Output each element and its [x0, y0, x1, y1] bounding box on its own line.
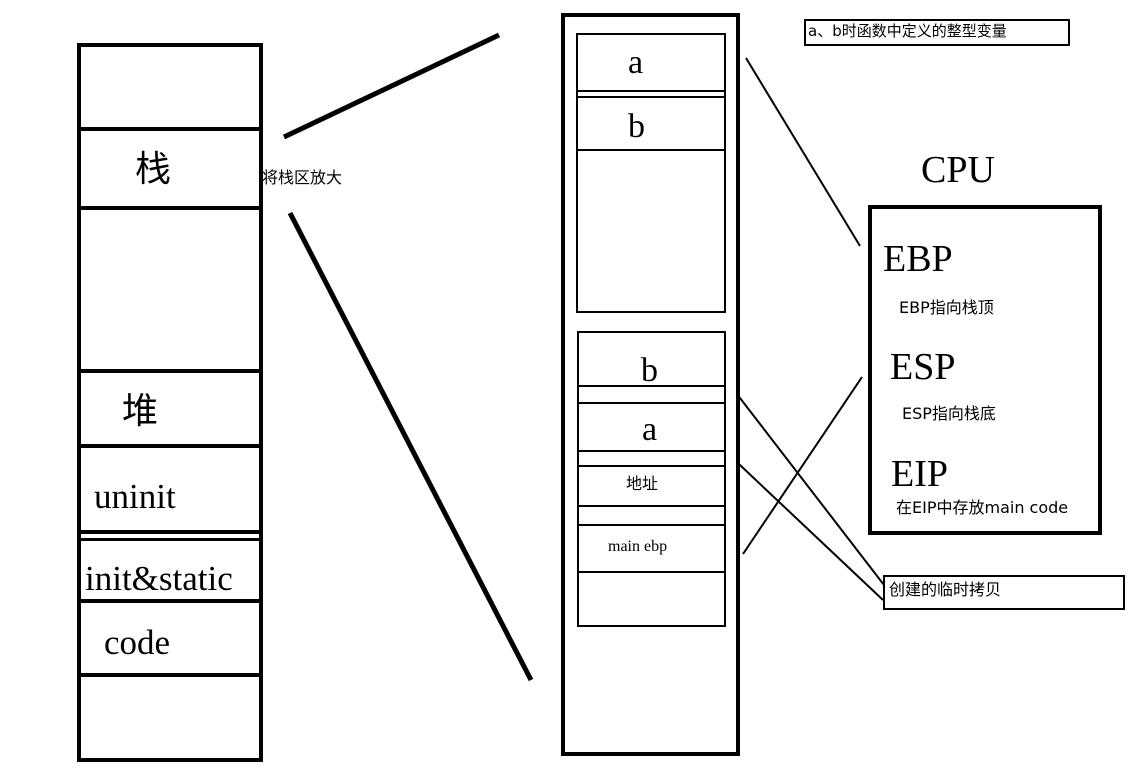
stack-main-ebp: main ebp	[608, 538, 668, 555]
init-static-segment-label: init&static	[85, 559, 233, 598]
divider	[576, 96, 726, 98]
divider	[77, 444, 263, 448]
stack-segment-label: 栈	[135, 149, 172, 190]
register-esp-desc: ESP指向栈底	[902, 404, 996, 423]
divider	[77, 369, 263, 373]
divider	[77, 538, 263, 541]
stack-copy-b: b	[641, 352, 658, 389]
stack-frame-current	[576, 33, 726, 313]
divider	[77, 673, 263, 677]
stack-frame-main	[577, 331, 726, 627]
copy-note-box	[883, 575, 1125, 610]
register-eip-desc: 在EIP中存放main code	[896, 498, 1069, 517]
stack-copy-a: a	[642, 411, 658, 448]
stack-var-b: b	[628, 108, 645, 145]
divider	[77, 530, 263, 534]
divider	[77, 127, 263, 131]
divider	[577, 402, 726, 404]
copy-note: 创建的临时拷贝	[889, 580, 1002, 599]
stack-return-address: 地址	[626, 474, 659, 493]
variable-note: a、b时函数中定义的整型变量	[808, 22, 1007, 40]
zoom-line-bottom	[287, 211, 534, 682]
divider	[77, 599, 263, 603]
uninit-segment-label: uninit	[94, 477, 176, 516]
register-ebp-desc: EBP指向栈顶	[899, 298, 994, 317]
divider	[577, 571, 726, 573]
divider	[576, 90, 726, 92]
variable-note-box	[804, 19, 1070, 46]
divider	[577, 505, 726, 507]
zoom-annotation: 将栈区放大	[262, 168, 343, 187]
divider	[577, 524, 726, 526]
cpu-box	[868, 205, 1102, 535]
divider	[576, 149, 726, 151]
register-ebp: EBP	[883, 238, 953, 280]
divider	[577, 465, 726, 467]
cpu-title: CPU	[921, 149, 995, 191]
memory-layout-outline	[77, 43, 263, 762]
divider	[577, 385, 726, 387]
divider	[577, 450, 726, 452]
code-segment-label: code	[104, 623, 171, 662]
esp-pointer-line	[742, 376, 863, 555]
divider	[77, 206, 263, 210]
stack-var-a: a	[628, 44, 644, 81]
heap-segment-label: 堆	[122, 391, 159, 432]
copy-line-b	[712, 362, 885, 586]
register-eip: EIP	[891, 453, 948, 495]
ebp-pointer-line	[745, 57, 861, 247]
zoom-line-top	[282, 32, 501, 140]
register-esp: ESP	[890, 346, 956, 388]
